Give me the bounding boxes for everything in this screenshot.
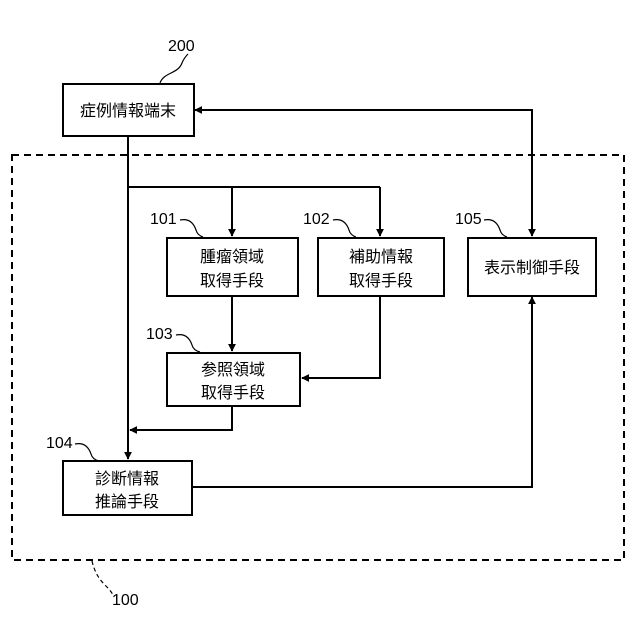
node-diagnosis-inference: 診断情報 推論手段 104 — [46, 435, 192, 515]
aux-info-ref-leader — [333, 220, 356, 237]
diagnosis-inference-ref: 104 — [46, 435, 73, 452]
node-case-terminal: 症例情報端末 200 — [63, 38, 195, 136]
node-tumor-region: 腫瘤領域 取得手段 101 — [150, 211, 298, 296]
system-ref-leader — [92, 561, 114, 597]
connectors — [128, 110, 532, 487]
tumor-region-label-line2: 取得手段 — [200, 271, 264, 290]
case-terminal-ref-leader — [160, 54, 188, 83]
system-ref: 100 — [112, 592, 139, 609]
display-control-ref-leader — [484, 220, 507, 237]
tumor-region-label-line1: 腫瘤領域 — [200, 247, 264, 266]
case-terminal-ref: 200 — [168, 38, 195, 55]
aux-info-ref: 102 — [303, 211, 330, 228]
diagnosis-inference-ref-leader — [75, 444, 99, 461]
diagnosis-inference-label-line2: 推論手段 — [95, 492, 159, 511]
display-control-label: 表示制御手段 — [484, 258, 580, 277]
reference-region-ref: 103 — [146, 326, 173, 343]
reference-region-ref-leader — [176, 335, 200, 352]
reference-region-label-line1: 参照領域 — [201, 360, 265, 379]
tumor-region-ref-leader — [180, 220, 203, 237]
node-display-control: 表示制御手段 105 — [455, 211, 596, 296]
connector-reference-to-diagnosis — [130, 405, 232, 430]
node-reference-region: 参照領域 取得手段 103 — [146, 326, 300, 406]
tumor-region-ref: 101 — [150, 211, 177, 228]
node-aux-info: 補助情報 取得手段 102 — [303, 211, 444, 296]
system-ref-group: 100 — [92, 561, 139, 609]
case-terminal-label: 症例情報端末 — [80, 101, 176, 120]
connector-aux-to-reference — [302, 296, 380, 378]
aux-info-label-line1: 補助情報 — [349, 247, 413, 266]
diagnosis-inference-label-line1: 診断情報 — [95, 469, 159, 488]
aux-info-label-line2: 取得手段 — [349, 271, 413, 290]
display-control-ref: 105 — [455, 211, 482, 228]
reference-region-label-line2: 取得手段 — [201, 383, 265, 402]
